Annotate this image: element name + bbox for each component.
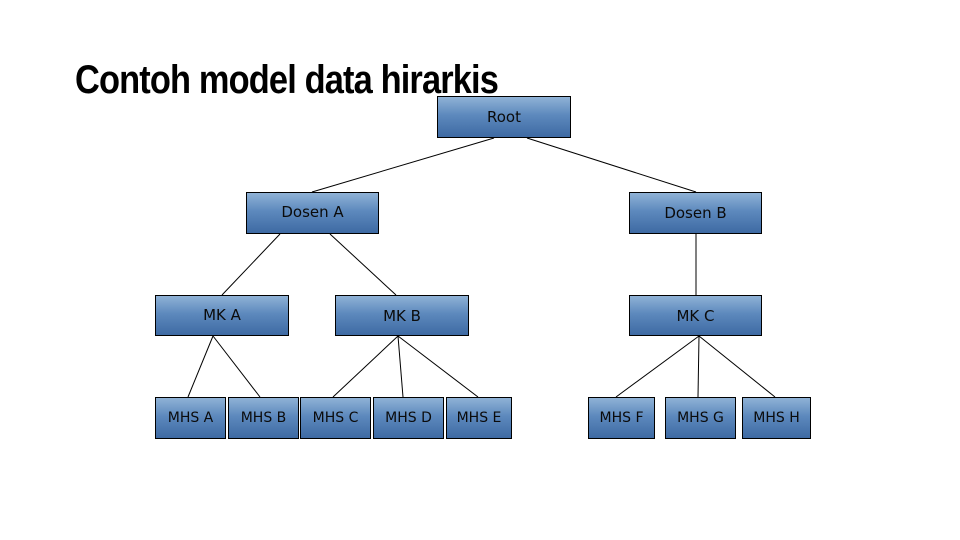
edge-dosen-a-mk-b (329, 233, 397, 296)
node-dosen-a: Dosen A (246, 192, 379, 234)
edge-mk-c-mhs-g (697, 335, 700, 398)
node-mhs-a: MHS A (155, 397, 226, 439)
node-root: Root (437, 96, 571, 138)
edge-mk-c-mhs-h (698, 335, 776, 398)
node-mk-c: MK C (629, 295, 762, 336)
node-mhs-b: MHS B (228, 397, 299, 439)
edge-root-dosen-b (526, 137, 697, 193)
node-mhs-c: MHS C (300, 397, 371, 439)
slide-title: Contoh model data hirarkis (75, 58, 499, 102)
node-mhs-d: MHS D (373, 397, 444, 439)
edge-mk-c-mhs-f (615, 335, 700, 398)
edge-dosen-a-mk-a (221, 233, 281, 296)
edge-mk-a-mhs-b (212, 335, 261, 398)
edge-mk-b-mhs-e (397, 335, 479, 398)
node-mk-b: MK B (335, 295, 469, 336)
node-mk-a: MK A (155, 295, 289, 336)
node-mhs-g: MHS G (665, 397, 736, 439)
edge-mk-a-mhs-a (187, 335, 214, 398)
node-dosen-b: Dosen B (629, 192, 762, 234)
edge-mk-b-mhs-d (397, 335, 404, 398)
edge-mk-b-mhs-c (332, 335, 399, 398)
node-mhs-h: MHS H (742, 397, 811, 439)
edge-root-dosen-a (311, 137, 495, 193)
node-mhs-f: MHS F (588, 397, 655, 439)
node-mhs-e: MHS E (446, 397, 512, 439)
